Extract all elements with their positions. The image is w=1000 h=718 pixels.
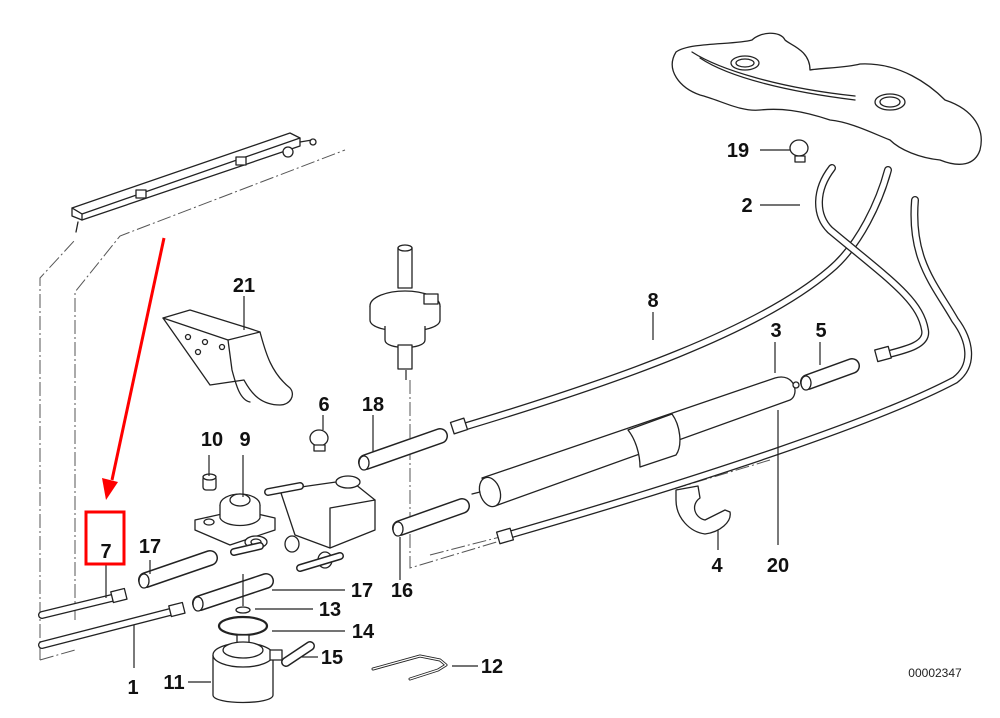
regulator-mount-9 (194, 475, 376, 572)
label-part-21[interactable]: 21 (233, 275, 255, 297)
label-part-12[interactable]: 12 (481, 656, 503, 678)
hose-5 (800, 358, 860, 391)
vent-pipe-8 (449, 166, 892, 435)
label-part-17-upper[interactable]: 17 (139, 536, 161, 558)
hose-17-lower (192, 573, 274, 612)
fuel-tank (671, 32, 982, 165)
bracket-21 (162, 309, 294, 406)
label-part-4[interactable]: 4 (711, 555, 723, 577)
label-part-17-lower[interactable]: 17 (351, 580, 373, 602)
label-part-9[interactable]: 9 (239, 429, 250, 451)
hose-17-upper (138, 550, 218, 589)
highlight-arrow-shaft (110, 237, 166, 481)
label-part-16[interactable]: 16 (391, 580, 413, 602)
hose-clamp-19 (789, 139, 809, 163)
fuel-line-1 (38, 601, 186, 649)
label-part-15[interactable]: 15 (321, 647, 343, 669)
fuel-rail (71, 132, 317, 233)
o-ring-14 (217, 615, 269, 637)
part-labels: 1 2 3 4 5 6 7 8 9 10 11 12 13 14 15 16 1… (100, 140, 826, 699)
label-part-11[interactable]: 11 (163, 672, 184, 694)
label-part-7[interactable]: 7 (100, 541, 111, 563)
catalog-number: 00002347 (908, 666, 962, 680)
highlight-annotation (84, 237, 166, 566)
highlight-arrow-head (102, 478, 118, 500)
filter-bracket-4 (675, 485, 731, 535)
fuel-pipe-2 (815, 164, 930, 363)
valve (369, 244, 441, 380)
o-ring-13 (235, 574, 251, 614)
label-part-19[interactable]: 19 (727, 140, 749, 162)
label-part-6[interactable]: 6 (318, 394, 329, 416)
label-part-14[interactable]: 14 (352, 621, 375, 643)
fuel-filter (471, 376, 800, 508)
label-part-13[interactable]: 13 (319, 599, 341, 621)
hose-clamp-6 (309, 429, 329, 452)
retaining-clip-12 (371, 654, 448, 681)
fuel-line-7 (38, 587, 128, 619)
label-part-2[interactable]: 2 (741, 195, 752, 217)
fuel-feed-line-20 (495, 196, 973, 545)
pressure-regulator-11 (212, 634, 283, 704)
hose-18 (358, 428, 448, 471)
label-part-1[interactable]: 1 (127, 677, 138, 699)
label-part-18[interactable]: 18 (362, 394, 384, 416)
hose-15 (281, 641, 315, 667)
highlight-box (84, 510, 126, 566)
bushing-10 (202, 473, 217, 491)
label-part-3[interactable]: 3 (770, 320, 781, 342)
label-part-20[interactable]: 20 (767, 555, 789, 577)
leaders (105, 149, 821, 683)
label-part-10[interactable]: 10 (201, 429, 223, 451)
label-part-5[interactable]: 5 (815, 320, 826, 342)
label-part-8[interactable]: 8 (647, 290, 658, 312)
hose-16 (392, 498, 470, 537)
